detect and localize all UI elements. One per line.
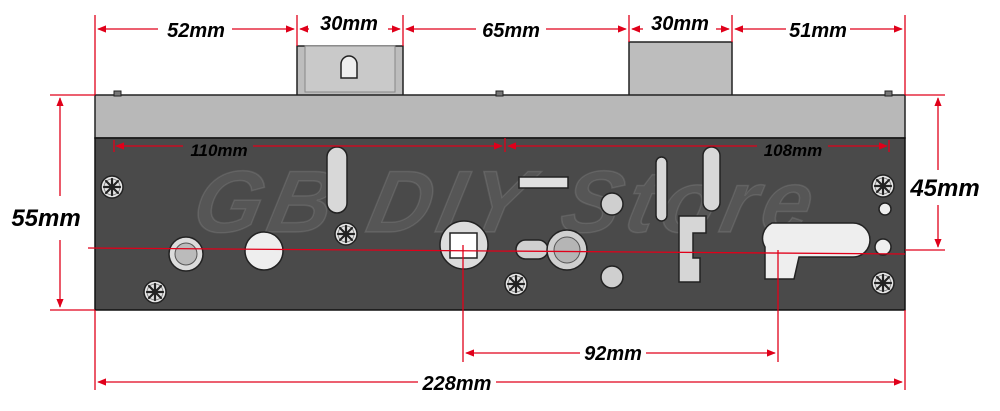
screw-icon: [99, 174, 125, 200]
screw-icon: [870, 270, 896, 296]
dim-label-top-5: 51mm: [789, 20, 847, 42]
euro-cylinder-cutout: [761, 222, 871, 280]
round-hole: [244, 231, 284, 271]
dim-label-plate-right: 108mm: [764, 141, 823, 160]
dim-label-top-1: 52mm: [167, 20, 225, 42]
dim-label-top-4: 30mm: [651, 13, 709, 35]
screw-icon: [142, 279, 168, 305]
dim-label-height-left: 55mm: [11, 205, 80, 232]
dim-label-plate-left: 110mm: [190, 141, 247, 160]
slot: [702, 146, 721, 212]
dimension-lines: [50, 15, 945, 390]
watermark: GB DIY Store: [185, 152, 829, 251]
screw-icon: [503, 271, 529, 297]
dim-label-top-3: 65mm: [482, 20, 540, 42]
keyhole-slot: [340, 55, 358, 79]
dim-label-centres: 92mm: [584, 343, 642, 365]
screw-icon: [333, 221, 359, 247]
dim-label-overall: 228mm: [422, 373, 492, 395]
slot: [655, 156, 668, 222]
dim-label-height-right: 45mm: [909, 175, 979, 202]
latch-bolt: [628, 41, 733, 97]
slot: [518, 176, 569, 189]
face-plate: [94, 94, 906, 139]
deadbolt: [296, 45, 404, 97]
dim-label-top-2: 30mm: [320, 13, 378, 35]
slot: [326, 146, 348, 214]
screw-icon: [870, 173, 896, 199]
latch-lever: [678, 215, 707, 283]
